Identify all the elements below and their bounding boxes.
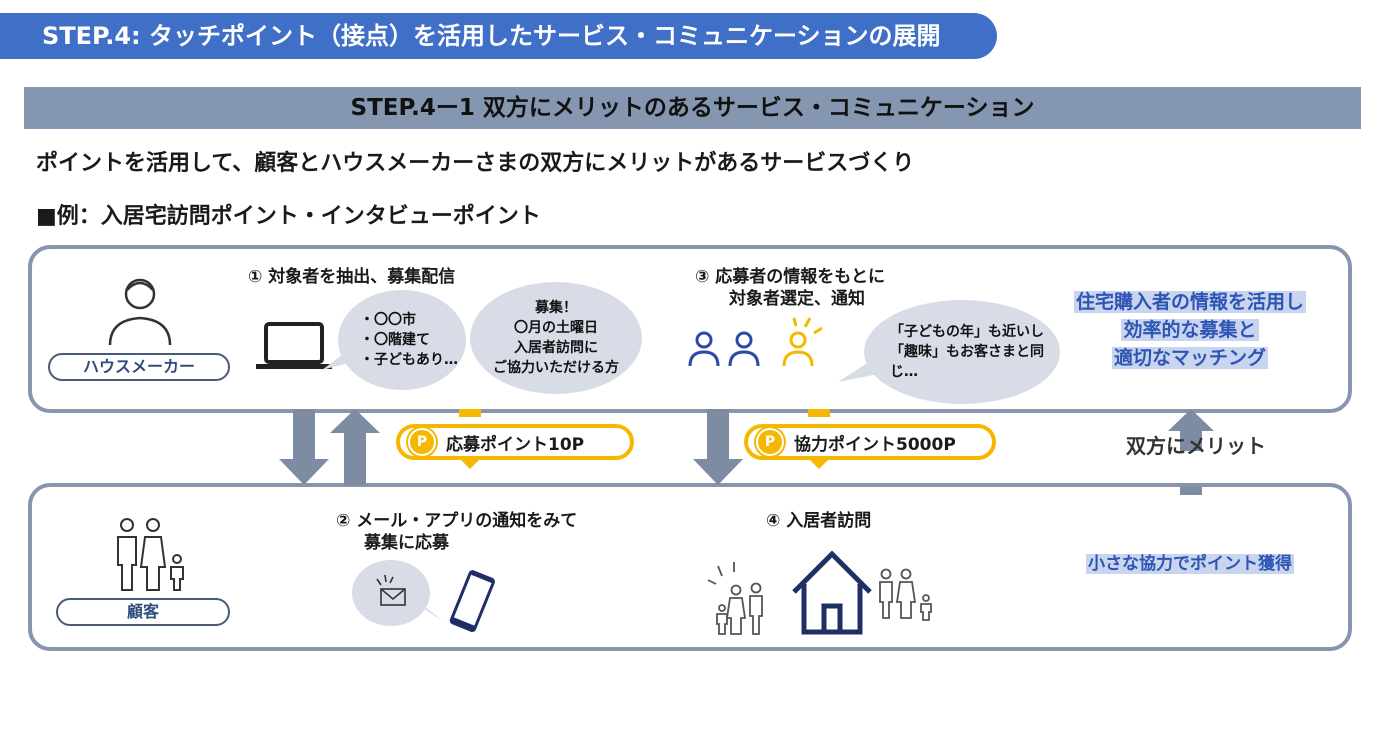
coop-point-tag: P 協力ポイント5000P	[744, 424, 996, 460]
match-bubble-tail	[838, 360, 878, 382]
lead-text: ポイントを活用して、顧客とハウスメーカーさまの双方にメリットがあるサービスづくり	[36, 151, 915, 176]
candidates-icon	[688, 317, 823, 367]
point-coin-icon: P	[756, 428, 784, 456]
recruit-line: ご協力いただける方	[493, 360, 619, 376]
step-title-banner: STEP.4: タッチポイント（接点）を活用したサービス・コミュニケーションの展…	[0, 13, 997, 59]
maker-benefit-line: 住宅購入者の情報を活用し	[1073, 291, 1306, 313]
step3-line2: 対象者選定、通知	[729, 289, 865, 309]
mutual-benefit-label: 双方にメリット	[1126, 434, 1266, 458]
criteria-line: ・〇階建て	[360, 332, 430, 348]
customer-role-label: 顧客	[56, 598, 230, 626]
mail-bubble-tail	[414, 602, 444, 622]
step4-label: ④ 入居者訪問	[766, 511, 872, 531]
apply-point-label: 応募ポイント10P	[446, 434, 585, 455]
step1-label: ① 対象者を抽出、募集配信	[248, 267, 456, 287]
recruit-line: 募集！	[535, 300, 577, 316]
apply-point-tag: P 応募ポイント10P	[396, 424, 634, 460]
flow-arrows	[279, 409, 1214, 495]
arrow-down-3	[693, 409, 743, 485]
maker-benefit-line: 効率的な募集と	[1121, 319, 1259, 341]
mutual-arrow-down	[1180, 487, 1202, 495]
customer-benefit-label: 小さな協力でポイント獲得	[1086, 554, 1294, 574]
arrow-down-1	[279, 409, 329, 485]
match-line: 「子どもの年」も近いし	[890, 324, 1044, 340]
example-heading: ■例：入居宅訪問ポイント・インタビューポイント	[36, 204, 541, 229]
criteria-line: ・子どもあり…	[360, 352, 458, 368]
visit-illustration	[707, 550, 932, 635]
section-subtitle: STEP.4ー1 双方にメリットのあるサービス・コミュニケーション	[24, 87, 1361, 129]
step3-line1: ③ 応募者の情報をもとに	[695, 267, 885, 287]
maker-benefit: 住宅購入者の情報を活用し 効率的な募集と 適切なマッチング	[1040, 288, 1340, 372]
maker-benefit-line: 適切なマッチング	[1111, 347, 1268, 369]
laptop-icon	[256, 322, 332, 369]
match-line: 「趣味」もお客さまと同	[890, 344, 1044, 360]
criteria-line: ・〇〇市	[360, 312, 416, 328]
match-line: じ…	[890, 364, 918, 380]
recruit-line: 〇月の土曜日	[514, 320, 598, 336]
step3-label: ③ 応募者の情報をもとに 対象者選定、通知	[695, 266, 885, 310]
maker-person-icon	[108, 278, 172, 346]
maker-role-label: ハウスメーカー	[48, 353, 230, 381]
criteria-bubble-tail	[322, 352, 352, 370]
arrow-up-2	[330, 409, 380, 485]
step2-line1: ② メール・アプリの通知をみて	[336, 511, 578, 531]
mail-icon	[376, 574, 406, 606]
step2-line2: 募集に応募	[364, 533, 449, 553]
mail-bubble	[352, 560, 430, 626]
step2-label: ② メール・アプリの通知をみて 募集に応募	[336, 510, 577, 554]
customer-family-icon	[117, 518, 184, 591]
point-coin-icon: P	[408, 428, 436, 456]
criteria-bubble: ・〇〇市 ・〇階建て ・子どもあり…	[338, 290, 466, 390]
recruit-bubble: 募集！ 〇月の土曜日 入居者訪問に ご協力いただける方	[470, 282, 642, 394]
mutual-arrow-up	[1168, 409, 1214, 451]
customer-benefit: 小さな協力でポイント獲得	[1040, 552, 1340, 576]
match-bubble: 「子どもの年」も近いし 「趣味」もお客さまと同 じ…	[864, 300, 1060, 404]
recruit-line: 入居者訪問に	[514, 340, 598, 356]
coop-point-label: 協力ポイント5000P	[794, 434, 956, 455]
smartphone-icon	[449, 570, 496, 632]
